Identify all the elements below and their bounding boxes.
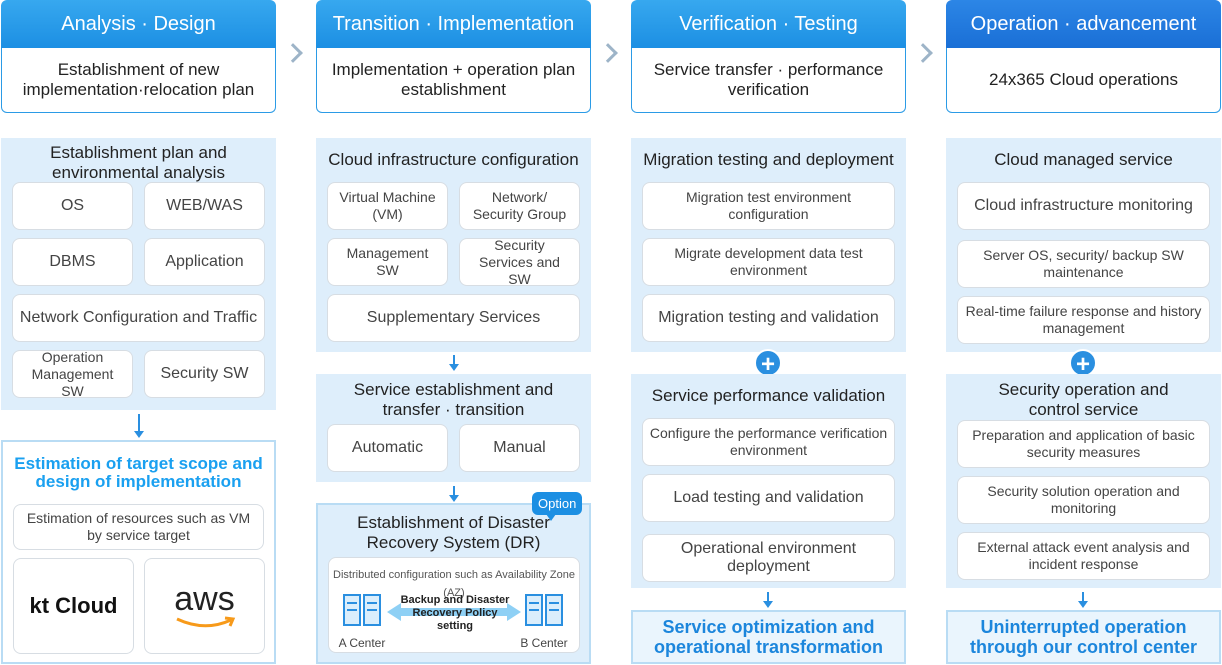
aws-smile-icon — [175, 616, 235, 628]
panel-title: Service performance validation — [651, 386, 886, 405]
dr-note: Distributed configuration such as Availa… — [333, 569, 575, 599]
server-icon — [525, 594, 563, 626]
item-security-solution: Security solution operation and monitori… — [957, 476, 1210, 524]
item-management-sw: Management SW — [327, 238, 448, 286]
item-migration-test-env: Migration test environment configuration — [642, 182, 895, 230]
dr-link-label: Backup and Disaster Recovery Policy sett… — [400, 594, 510, 632]
item-network-configuration: Network Configuration and Traffic — [12, 294, 265, 342]
center-b-label: B Center — [520, 636, 568, 650]
migration-panel: Migration testing and deployment Migrati… — [631, 138, 906, 352]
item-operation-management-sw: Operation Management SW — [12, 349, 133, 399]
panel-title: Cloud managed service — [994, 150, 1173, 169]
panel-title: Cloud infrastructure configuration — [328, 150, 579, 169]
chevron-right-icon — [598, 43, 618, 63]
uninterrupted-operation-result: Uninterrupted operation through our cont… — [946, 610, 1221, 664]
kt-cloud-logo-text: kt Cloud — [29, 593, 118, 618]
service-optimization-result: Service optimization and operational tra… — [631, 610, 906, 664]
panel-title: Migration testing and deployment — [643, 150, 894, 169]
item-performance-env: Configure the performance verification e… — [642, 418, 895, 466]
phase-header-analysis: Analysis · Design — [1, 0, 276, 48]
phase-header-verification: Verification · Testing — [631, 0, 906, 48]
item-supplementary-services: Supplementary Services — [327, 294, 580, 342]
item-operational-deployment: Operational environment deployment — [642, 534, 895, 582]
down-arrow-icon — [134, 414, 144, 438]
item-failure-response: Real-time failure response and history m… — [957, 296, 1210, 344]
item-migrate-dev-data: Migrate development data test environmen… — [642, 238, 895, 286]
kt-cloud-logo: kt Cloud — [13, 558, 134, 654]
chevron-right-icon — [283, 43, 303, 63]
dr-diagram: Distributed configuration such as Availa… — [328, 557, 580, 653]
panel-title: Security operation and control service — [998, 380, 1169, 419]
performance-panel: Service performance validation Configure… — [631, 374, 906, 588]
item-security-services: Security Services and SW — [459, 237, 580, 287]
down-arrow-icon — [449, 355, 459, 371]
item-infra-monitoring: Cloud infrastructure monitoring — [957, 182, 1210, 230]
chevron-right-icon — [913, 43, 933, 63]
panel-title: Establishment of Disaster Recovery Syste… — [357, 513, 550, 552]
panel-title: Establishment plan and environmental ana… — [50, 143, 227, 182]
item-virtual-machine: Virtual Machine (VM) — [327, 182, 448, 230]
panel-title: Service establishment and transfer · tra… — [353, 380, 554, 419]
item-security-sw: Security SW — [144, 350, 265, 398]
item-web-was: WEB/WAS — [144, 182, 265, 230]
bidirectional-arrow-icon — [387, 603, 521, 621]
cloud-infra-panel: Cloud infrastructure configuration Virtu… — [316, 138, 591, 352]
item-manual: Manual — [459, 424, 580, 472]
scope-design-panel: Estimation of target scope and design of… — [1, 440, 276, 664]
item-application: Application — [144, 238, 265, 286]
phase-subtitle-transition: Implementation + operation plan establis… — [316, 48, 591, 113]
item-os: OS — [12, 182, 133, 230]
item-automatic: Automatic — [327, 424, 448, 472]
option-badge: Option — [532, 492, 583, 521]
phase-header-operation: Operation · advancement — [946, 0, 1221, 48]
analysis-panel: Establishment plan and environmental ana… — [1, 138, 276, 410]
security-operation-panel: Security operation and control service P… — [946, 374, 1221, 588]
service-establishment-panel: Service establishment and transfer · tra… — [316, 374, 591, 482]
item-network-security-group: Network/ Security Group — [459, 182, 580, 230]
item-dbms: DBMS — [12, 238, 133, 286]
dr-panel: Establishment of Disaster Recovery Syste… — [316, 503, 591, 664]
phase-header-transition: Transition · Implementation — [316, 0, 591, 48]
item-os-maintenance: Server OS, security/ backup SW maintenan… — [957, 240, 1210, 288]
managed-service-panel: Cloud managed service Cloud infrastructu… — [946, 138, 1221, 352]
resource-estimation-box: Estimation of resources such as VM by se… — [13, 504, 264, 550]
phase-subtitle-operation: 24x365 Cloud operations — [946, 48, 1221, 113]
down-arrow-icon — [1078, 592, 1088, 608]
plus-icon: + — [1069, 349, 1097, 378]
down-arrow-icon — [763, 592, 773, 608]
down-arrow-icon — [449, 486, 459, 502]
aws-logo: aws — [144, 558, 265, 654]
phase-subtitle-verification: Service transfer · performance verificat… — [631, 48, 906, 113]
result-title: Estimation of target scope and design of… — [14, 454, 263, 491]
item-load-testing: Load testing and validation — [642, 474, 895, 522]
plus-icon: + — [754, 349, 782, 378]
center-a-label: A Center — [338, 636, 386, 650]
item-migration-testing: Migration testing and validation — [642, 294, 895, 342]
item-attack-analysis: External attack event analysis and incid… — [957, 532, 1210, 580]
server-icon — [343, 594, 381, 626]
phase-subtitle-analysis: Establishment of new implementation·relo… — [1, 48, 276, 113]
aws-logo-text: aws — [174, 580, 235, 618]
item-basic-security: Preparation and application of basic sec… — [957, 420, 1210, 468]
